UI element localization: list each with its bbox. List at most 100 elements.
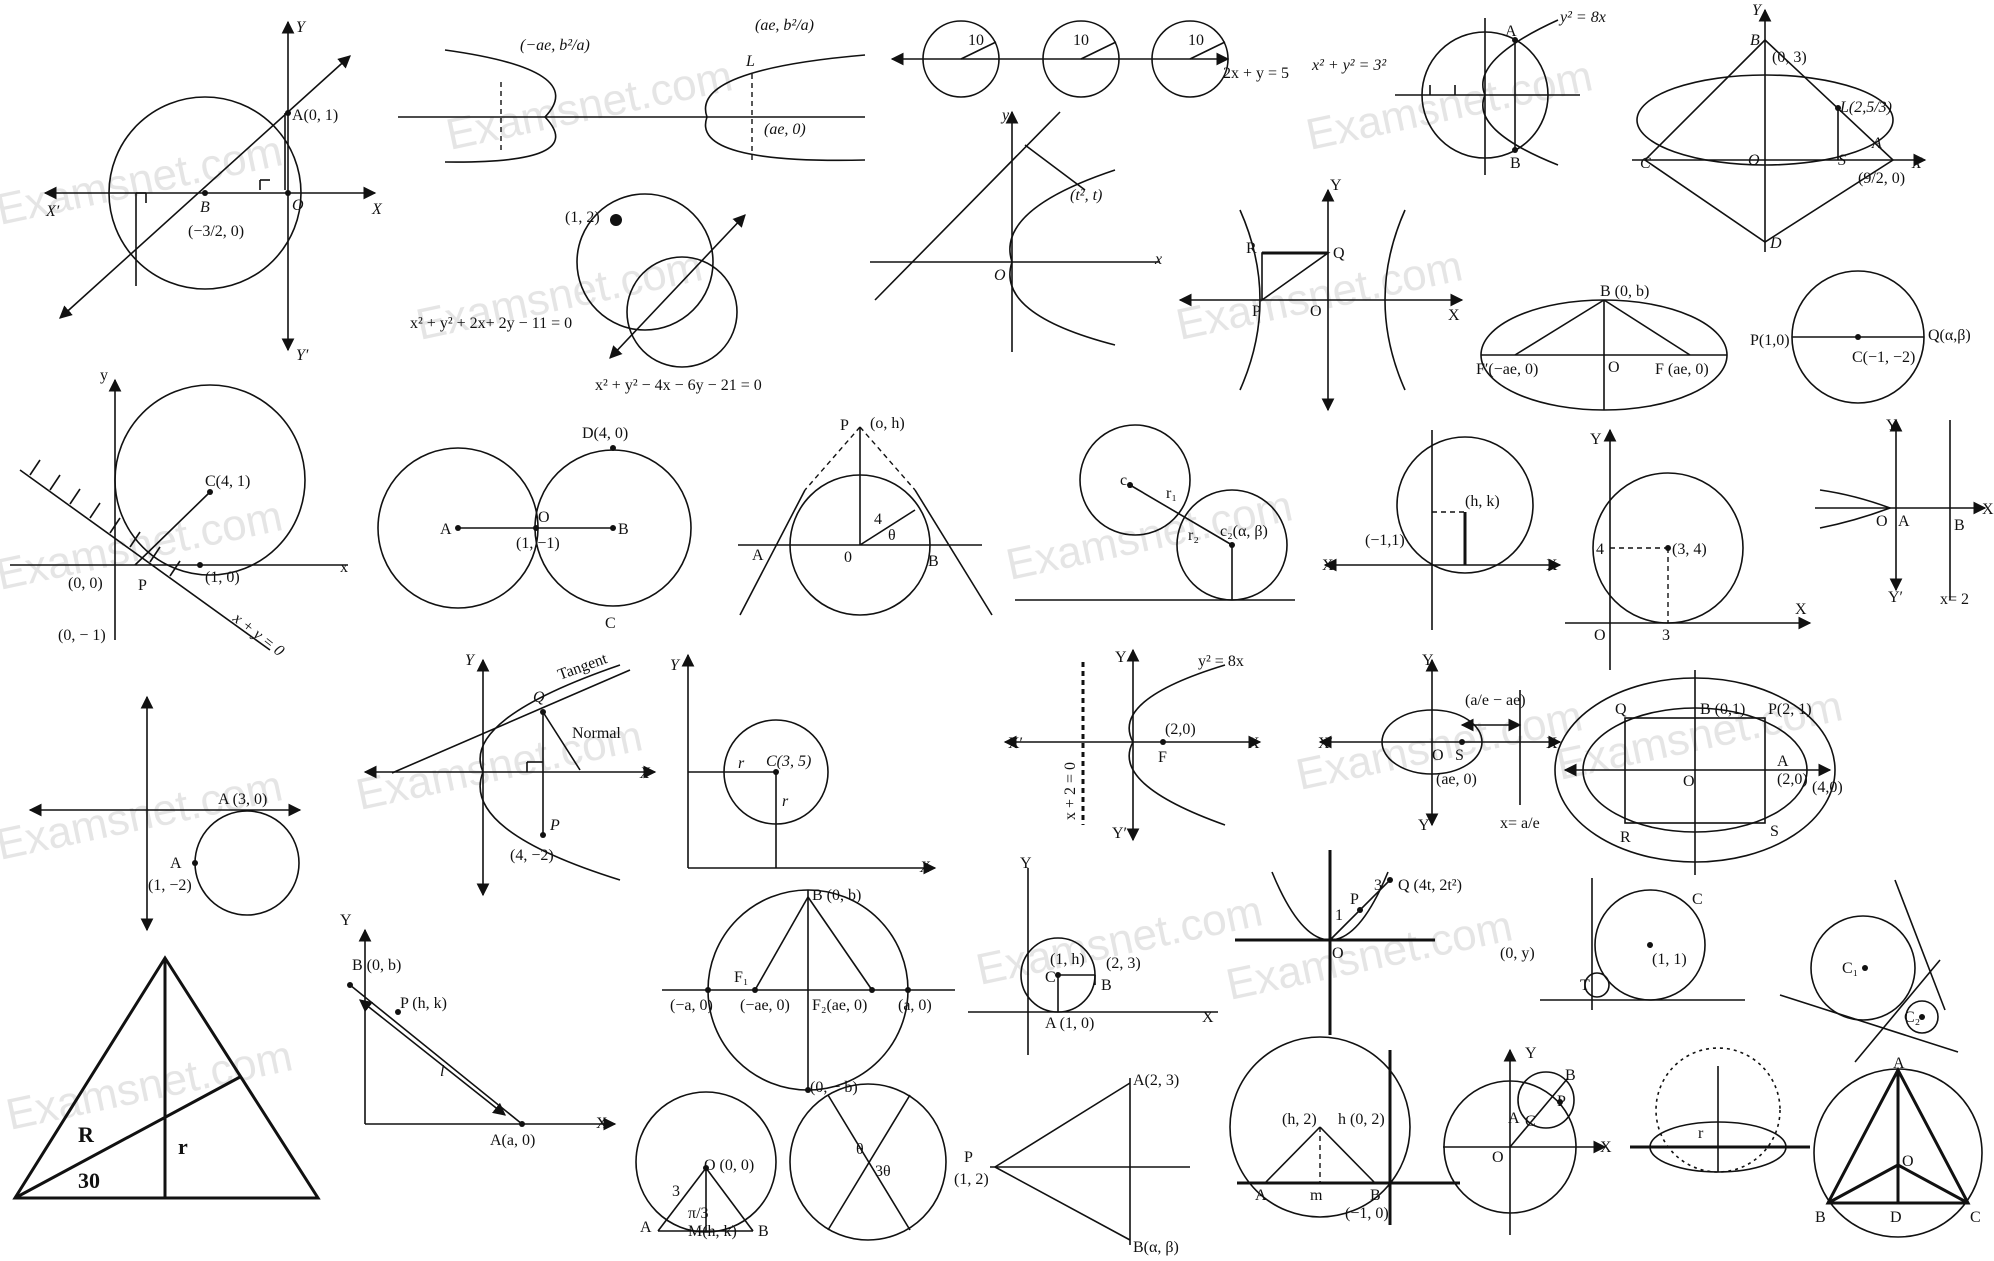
- label: (0, y): [1500, 945, 1535, 962]
- label: C: [1692, 891, 1703, 908]
- panel-parabola-y2-8x: Y y² = 8x X′ (2,0) X F x + 2 = 0 Y′: [1003, 648, 1262, 842]
- label: (1, 2): [954, 1171, 989, 1188]
- label: Y: [1115, 649, 1127, 666]
- label: x + y = 0: [229, 609, 287, 660]
- panel-circle-parabola-ab: x² + y² = 3² A y² = 8x B: [1311, 9, 1606, 175]
- label: X: [1448, 307, 1460, 324]
- label: B: [200, 199, 210, 216]
- label: (−1, 0): [1345, 1205, 1389, 1222]
- label: (1, 2): [565, 209, 600, 226]
- label: B (0,1): [1700, 701, 1745, 718]
- label: F₂(ae, 0): [812, 997, 867, 1014]
- label: O: [1683, 773, 1695, 790]
- label: c₂(α, β): [1220, 523, 1268, 540]
- label: Y′: [1418, 817, 1433, 834]
- panel-parabola-chord: 3 P Q (4t, 2t²) 1 O: [1235, 850, 1462, 1035]
- label: C: [1970, 1209, 1981, 1226]
- label: P: [1350, 891, 1359, 908]
- label: (2,0): [1777, 771, 1808, 788]
- label: X: [919, 859, 931, 876]
- label: (ae, b²/a): [755, 17, 814, 34]
- panel-circle-diameter: P(1,0) C(−1, −2) Q(α,β): [1750, 270, 1971, 404]
- watermark-2: Examsnet.com: [442, 51, 737, 159]
- label: B: [618, 521, 629, 538]
- label: θ: [888, 527, 896, 544]
- label: (1, 0): [205, 569, 240, 586]
- watermark-8: Examsnet.com: [0, 761, 287, 869]
- label: Q (4t, 2t²): [1398, 877, 1462, 894]
- label: A: [1505, 23, 1517, 40]
- label: X: [1546, 557, 1558, 574]
- label: (a/e − ae): [1465, 692, 1526, 709]
- label: r: [1698, 1125, 1704, 1142]
- label: P: [1557, 1093, 1566, 1110]
- label: C(−1, −2): [1852, 349, 1915, 366]
- label: X: [1546, 735, 1558, 752]
- watermark-4: Examsnet.com: [412, 241, 707, 349]
- label: 4: [1596, 541, 1604, 558]
- label: X′: [45, 203, 60, 220]
- label: O (0, 0): [704, 1157, 754, 1174]
- label: r: [782, 793, 789, 810]
- label: C: [1525, 1113, 1536, 1130]
- label: 3: [1374, 877, 1382, 894]
- label: Y′: [1112, 825, 1127, 842]
- panel-two-circles-radical: (1, 2) x² + y² + 2x+ 2y − 11 = 0 x² + y²…: [410, 193, 762, 394]
- panel-circle-angles: θ 3θ: [789, 1083, 947, 1241]
- label: O: [1594, 627, 1606, 644]
- label: x= 2: [1940, 591, 1969, 608]
- label: (2, 3): [1106, 955, 1141, 972]
- label: C: [1045, 969, 1056, 986]
- label: O: [1608, 359, 1620, 376]
- label: X: [1911, 155, 1923, 172]
- label: Q: [533, 689, 545, 706]
- label: 3θ: [875, 1163, 891, 1180]
- label: x² + y² − 4x − 6y − 21 = 0: [595, 377, 762, 394]
- label: (1, 1): [1652, 951, 1687, 968]
- label: B: [758, 1223, 769, 1240]
- label: A (1, 0): [1045, 1015, 1094, 1032]
- label: 10: [968, 32, 984, 49]
- label: P: [1252, 303, 1261, 320]
- label: π/3: [688, 1205, 709, 1222]
- panel-circle-line-b: Y A(0, 1) X X′ O B (−3/2, 0) Y′: [43, 19, 383, 364]
- label: Y: [1422, 652, 1434, 669]
- label: (4, −2): [510, 847, 554, 864]
- label: B: [1510, 155, 1521, 172]
- label: B (0, b): [1600, 283, 1649, 300]
- label: D: [1769, 235, 1782, 252]
- label: (9/2, 0): [1858, 170, 1905, 187]
- label: O: [1748, 152, 1760, 169]
- panel-ellipse-foci: B (0, b) F′(−ae, 0) O F (ae, 0): [1476, 283, 1728, 411]
- label: C₂: [1904, 1009, 1920, 1026]
- label: F₁: [734, 969, 748, 986]
- label: A: [170, 855, 182, 872]
- panel-incircle-excircle: C₁ C₂: [1779, 879, 1959, 1063]
- label: X: [1600, 1139, 1612, 1156]
- panel-parabola-tangent-normal: Y Q Tangent Normal X P (4, −2): [363, 650, 657, 897]
- label: P(1,0): [1750, 332, 1790, 349]
- label: B (0, b): [352, 957, 401, 974]
- label: O: [538, 509, 550, 526]
- label: 10: [1073, 32, 1089, 49]
- label: C: [605, 615, 616, 632]
- label: (3, 4): [1672, 541, 1707, 558]
- panel-circle-small-circle-corner: C (0, y) T (1, 1): [1500, 878, 1745, 1010]
- label: (h, k): [1465, 493, 1500, 510]
- label: F (ae, 0): [1655, 361, 1709, 378]
- label: (4,0): [1812, 779, 1843, 796]
- label: O: [1310, 303, 1322, 320]
- label: (2,0): [1165, 721, 1196, 738]
- panel-circle-a30: A (3, 0) A (1, −2): [28, 695, 302, 932]
- panel-circle-center-34: Y 4 (3, 4) O 3 X: [1565, 428, 1812, 670]
- label: O: [1332, 945, 1344, 962]
- label: y: [100, 367, 108, 384]
- label: c₁: [1120, 472, 1133, 489]
- label: A: [1508, 1110, 1520, 1127]
- panel-triangle-pab: A(2, 3) P (1, 2) B(α, β): [954, 1072, 1190, 1256]
- label: X: [371, 201, 383, 218]
- label: B: [1101, 977, 1112, 994]
- label: R: [1246, 240, 1257, 257]
- label: A: [1255, 1187, 1267, 1204]
- label: D: [1890, 1209, 1902, 1226]
